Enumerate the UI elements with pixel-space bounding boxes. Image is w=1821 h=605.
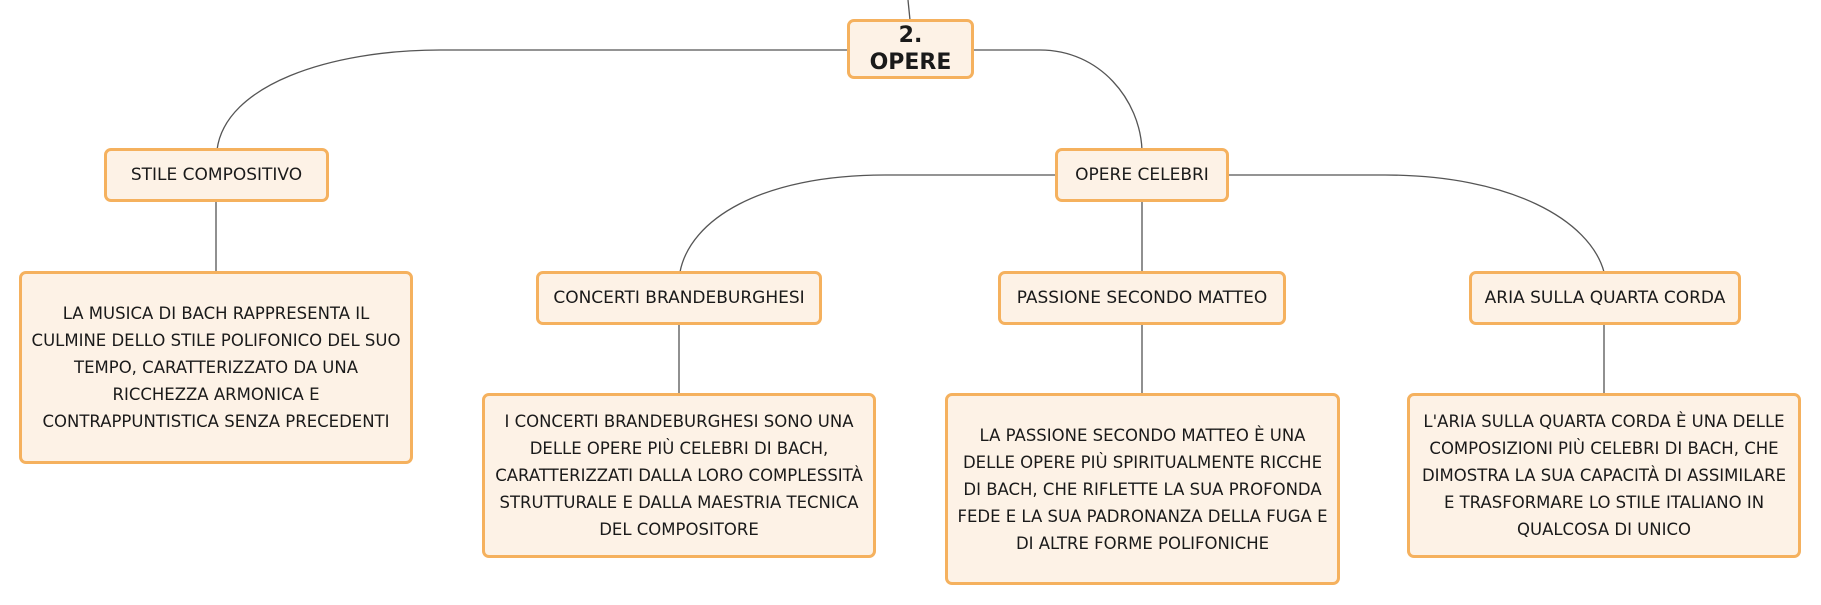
- node-concerti-brandeburghesi[interactable]: CONCERTI BRANDEBURGHESI: [536, 271, 822, 325]
- node-stile-compositivo[interactable]: STILE COMPOSITIVO: [104, 148, 329, 202]
- connector-opere-to-concerti: [679, 174, 1056, 273]
- desc-concerti-brandeburghesi[interactable]: I CONCERTI BRANDEBURGHESI SONO UNA DELLE…: [482, 393, 876, 558]
- connector-root-to-opere-celebri: [972, 49, 1143, 151]
- desc-stile-compositivo[interactable]: LA MUSICA DI BACH RAPPRESENTA IL CULMINE…: [19, 271, 413, 464]
- desc-passione-secondo-matteo[interactable]: LA PASSIONE SECONDO MATTEO È UNA DELLE O…: [945, 393, 1340, 585]
- node-passione-secondo-matteo[interactable]: PASSIONE SECONDO MATTEO: [998, 271, 1286, 325]
- root-node[interactable]: 2. OPERE: [847, 19, 974, 79]
- connector-root-to-stile: [216, 49, 848, 151]
- node-aria-sulla-quarta-corda[interactable]: ARIA SULLA QUARTA CORDA: [1469, 271, 1741, 325]
- connector-parent-to-root: [907, 0, 911, 21]
- connector-opere-to-aria: [1228, 174, 1605, 273]
- node-opere-celebri[interactable]: OPERE CELEBRI: [1055, 148, 1229, 202]
- desc-aria-sulla-quarta-corda[interactable]: L'ARIA SULLA QUARTA CORDA È UNA DELLE CO…: [1407, 393, 1801, 558]
